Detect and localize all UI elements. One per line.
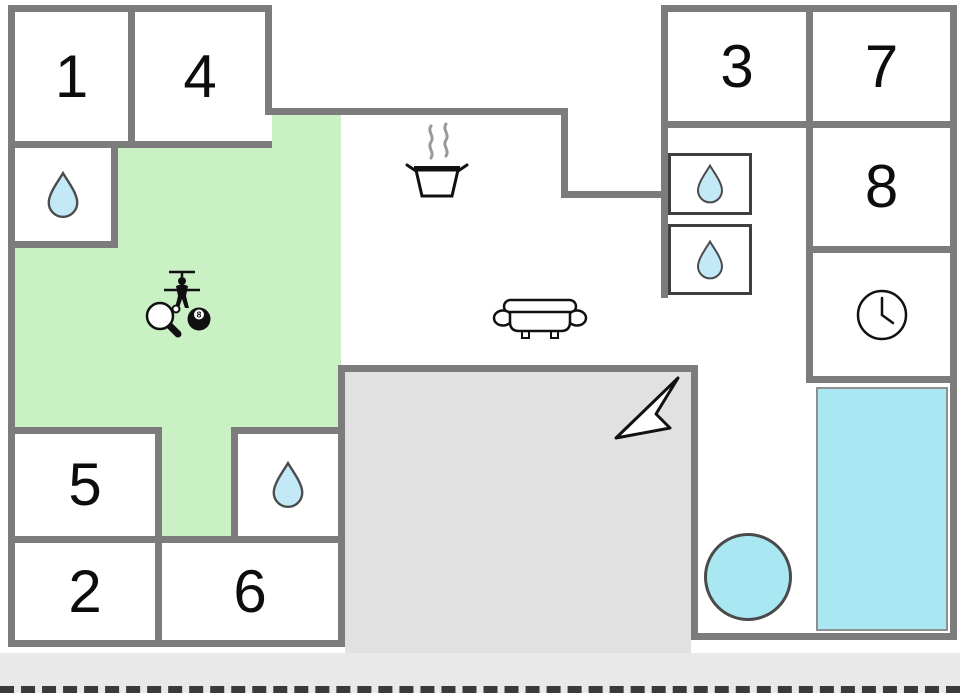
- wall-segment: [231, 427, 238, 543]
- plot-boundary-strip: [0, 653, 960, 693]
- wall-segment: [265, 5, 272, 115]
- clock-room: [806, 246, 957, 383]
- wall-segment: [806, 5, 813, 383]
- room-8: 8: [806, 121, 957, 253]
- bathroom-left: [8, 141, 118, 248]
- wall-segment: [265, 108, 568, 115]
- wall-segment: [231, 427, 345, 434]
- round-pool: [704, 533, 792, 621]
- room-5-number: 5: [68, 451, 102, 518]
- wall-segment: [691, 365, 698, 640]
- bathroom-right-lower: [668, 224, 752, 295]
- wall-segment: [806, 376, 957, 383]
- room-6-number: 6: [233, 557, 267, 625]
- wall-segment: [8, 536, 345, 543]
- bathroom-right-upper: [668, 153, 752, 215]
- wall-segment: [8, 640, 345, 647]
- room-7-number: 7: [864, 32, 899, 100]
- room-4-number: 4: [183, 42, 217, 110]
- rect-pool: [816, 387, 948, 631]
- wall-segment: [128, 5, 135, 148]
- wall-segment: [111, 141, 118, 248]
- water-drop-icon: [272, 460, 304, 509]
- wall-segment: [661, 5, 668, 298]
- game-room-icons: 8: [145, 270, 211, 338]
- wall-segment: [8, 5, 272, 12]
- room-1: 1: [8, 5, 135, 148]
- wall-segment: [8, 427, 162, 434]
- room-4: 4: [128, 5, 272, 148]
- wall-segment: [8, 5, 15, 647]
- foosball-icon: [164, 270, 200, 308]
- clock-icon: [856, 289, 907, 340]
- eight-ball-icon: 8: [187, 307, 211, 331]
- wall-segment: [691, 633, 957, 640]
- wall-segment: [806, 246, 957, 253]
- table-tennis-icon: [145, 301, 182, 338]
- north-arrow-icon: [614, 376, 680, 440]
- room-3: 3: [661, 5, 813, 128]
- wall-segment: [561, 191, 668, 198]
- eight-ball-number: 8: [197, 310, 202, 320]
- room-2-number: 2: [68, 557, 102, 625]
- water-drop-icon: [696, 239, 724, 279]
- wall-segment: [338, 365, 698, 372]
- wall-segment: [8, 141, 272, 148]
- room-3-number: 3: [720, 32, 754, 100]
- wall-segment: [561, 108, 568, 198]
- room-8-number: 8: [864, 153, 899, 220]
- water-drop-icon: [696, 163, 724, 204]
- room-6: 6: [155, 536, 345, 647]
- water-drop-icon: [47, 170, 79, 218]
- wall-segment: [8, 241, 118, 248]
- room-2: 2: [8, 536, 162, 647]
- wall-segment: [338, 365, 345, 647]
- room-5: 5: [8, 427, 162, 543]
- room-1-number: 1: [54, 42, 89, 110]
- room-7: 7: [806, 5, 957, 128]
- cooking-pot-icon: [405, 122, 469, 198]
- wall-segment: [950, 5, 957, 640]
- sofa-icon: [492, 298, 588, 339]
- terrace-area: [345, 372, 691, 653]
- bathroom-middle: [231, 427, 345, 543]
